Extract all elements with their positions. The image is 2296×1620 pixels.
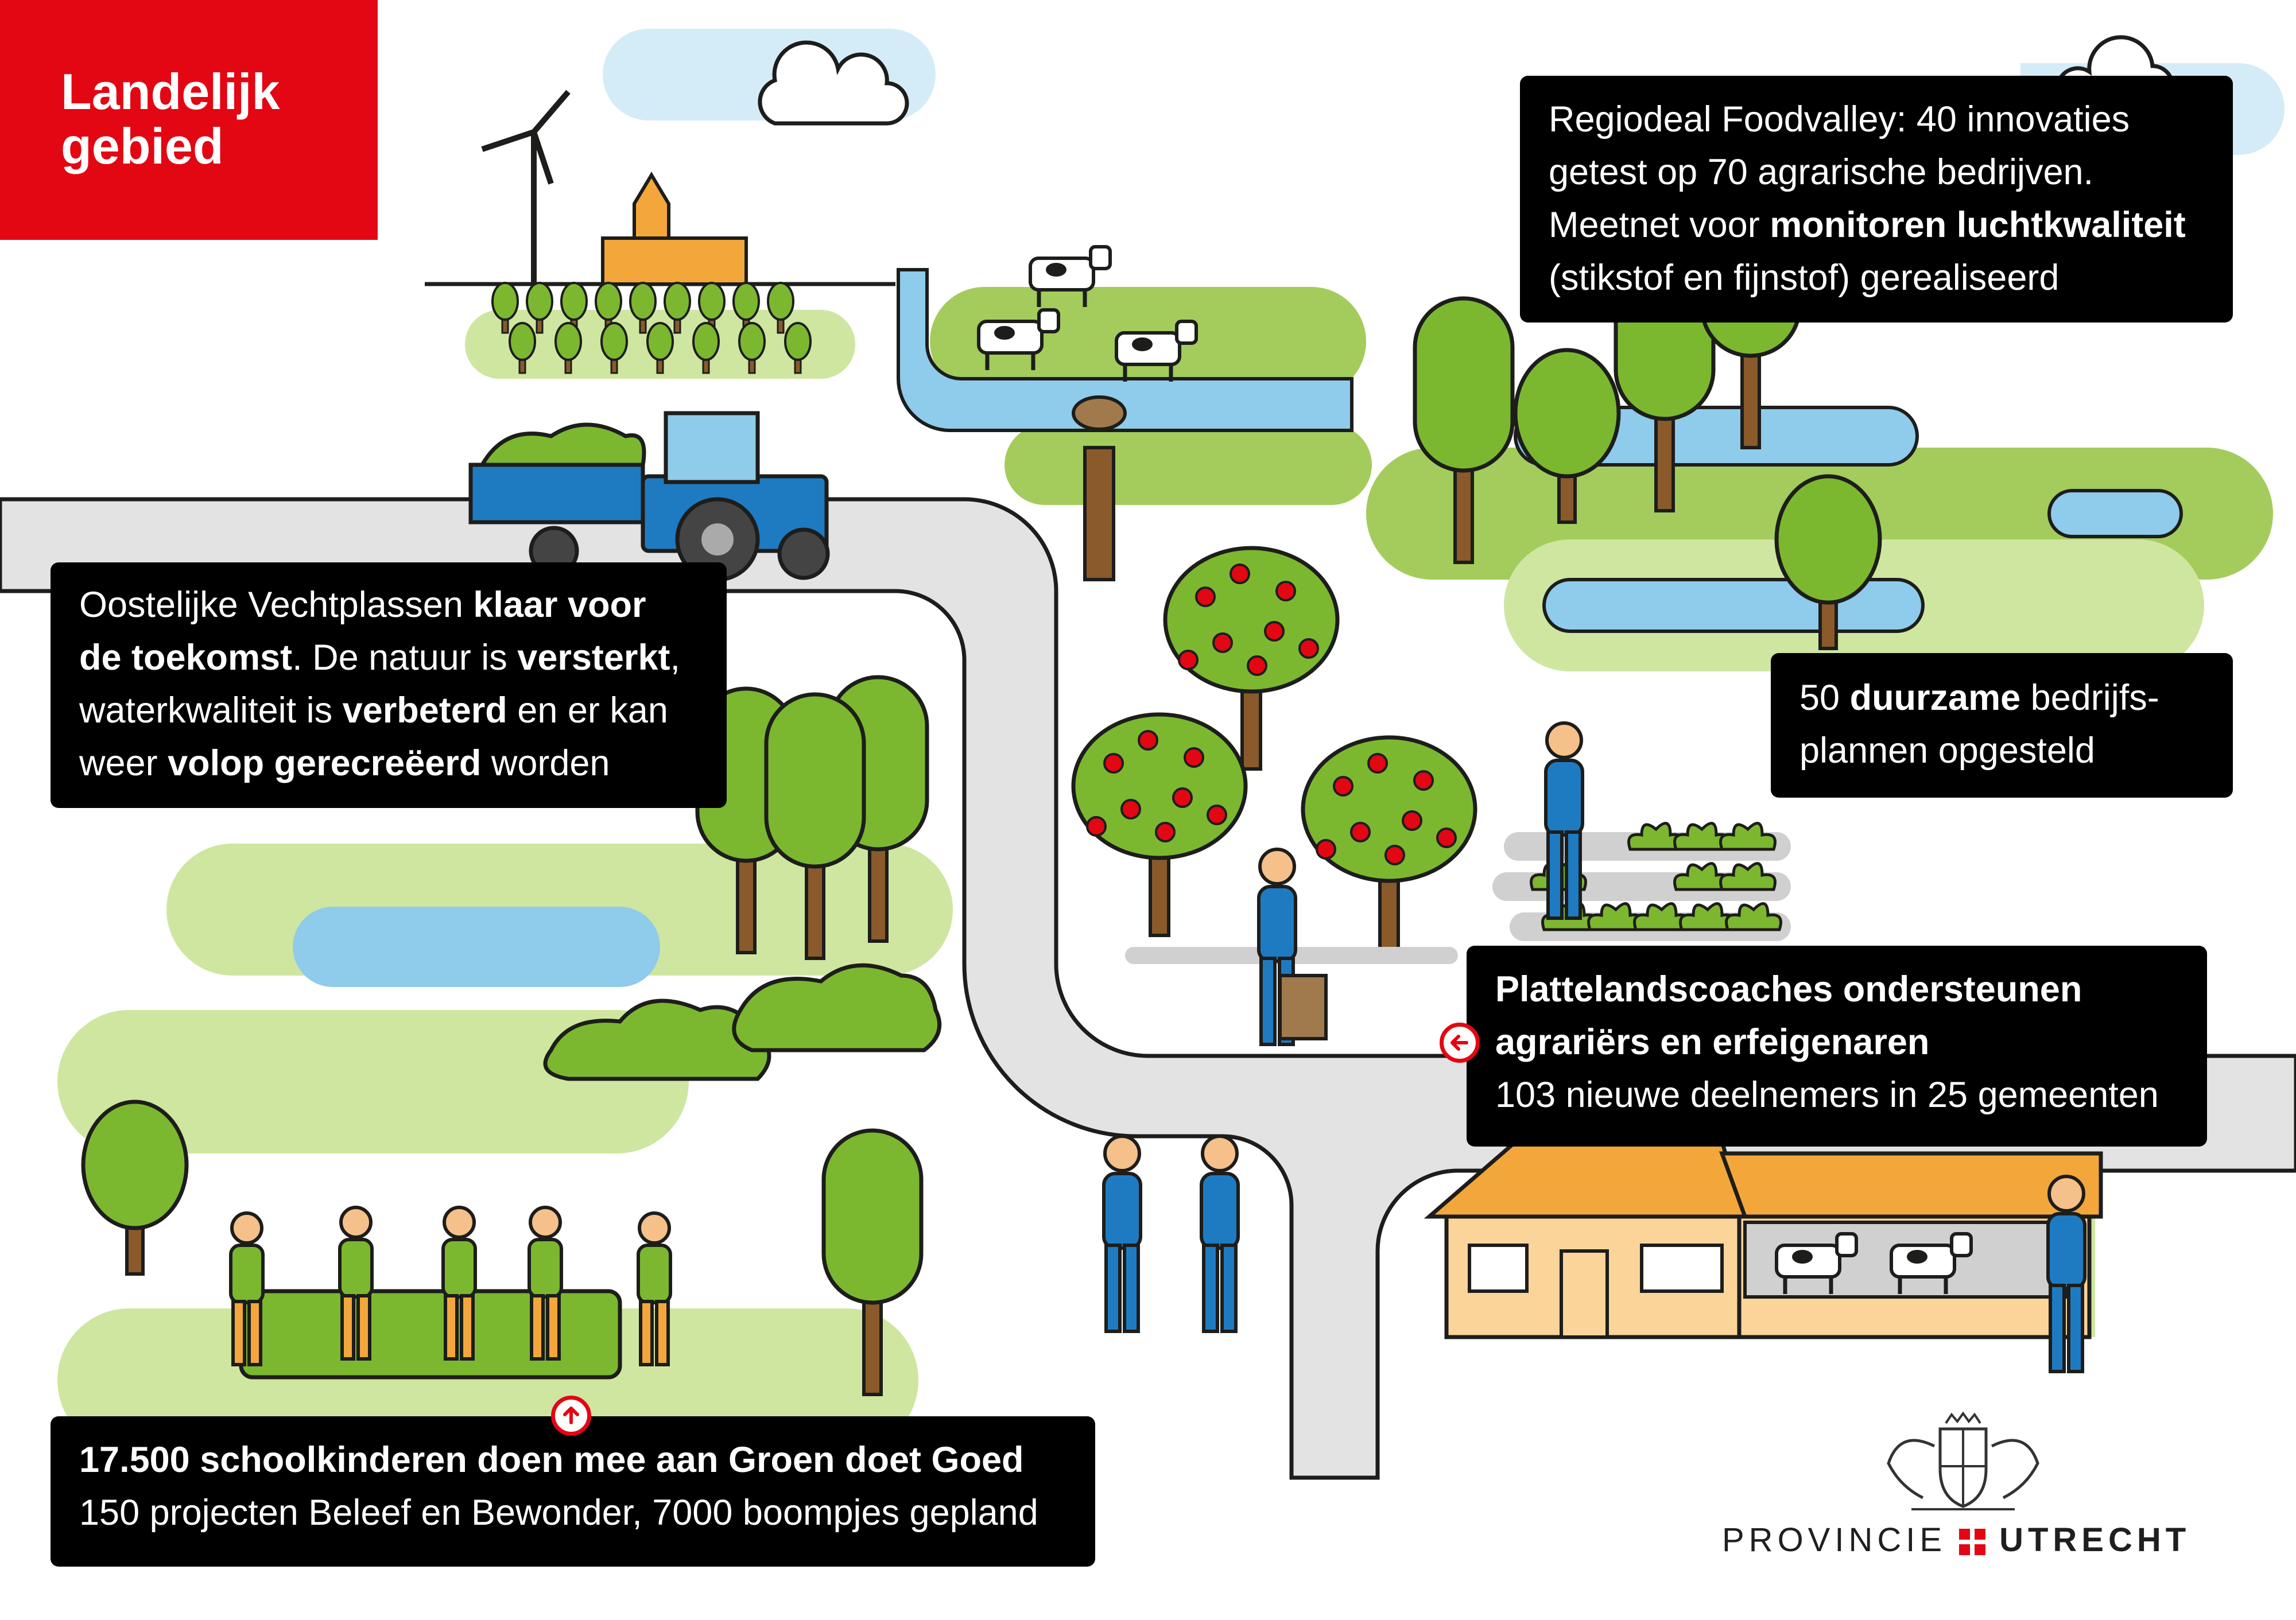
foodvalley-line-4: (stikstof en fijnstof) gerealiseerd (1549, 258, 2060, 298)
left-park (57, 677, 953, 1452)
meadow-river (897, 247, 1372, 581)
vecht-line-3: waterkwaliteit is verbeterd en er kan (79, 690, 668, 731)
coaches-line-3: 103 nieuwe deelnemers in 25 gemeenten (1495, 1075, 2159, 1115)
school-line-2: 150 projecten Beleef en Bewonder, 7000 b… (79, 1493, 1038, 1533)
foodvalley-line-1: Regiodeal Foodvalley: 40 innovaties (1549, 99, 2130, 139)
road (0, 497, 2296, 1480)
vecht-box: Oostelijke Vechtplassen klaar voor de to… (51, 562, 727, 808)
logo-text-provincie: PROVINCIE (1722, 1521, 1947, 1559)
title-line-2: gebied (61, 118, 224, 174)
logo-cross-icon (1959, 1528, 1987, 1556)
foodvalley-line-2: getest op 70 agrarische bedrijven. (1549, 152, 2094, 192)
title-banner: Landelijk gebied (0, 0, 378, 240)
duurzaam-line-2: plannen opgesteld (1799, 731, 2095, 771)
apple-orchard (1073, 548, 1791, 1044)
logo-text-utrecht: UTRECHT (1999, 1521, 2191, 1559)
coaches-line-2: agrariërs en erfeigenaren (1495, 1022, 1930, 1062)
school-line-1: 17.500 schoolkinderen doen mee aan Groen… (79, 1440, 1024, 1480)
duurzaam-box: 50 duurzame bedrijfs- plannen opgesteld (1771, 653, 2233, 798)
arrow-left-icon (1440, 1023, 1480, 1063)
title-line-1: Landelijk (61, 63, 280, 120)
province-logo: PROVINCIE UTRECHT (1722, 1521, 2204, 1561)
forest-area (1366, 184, 2273, 671)
foodvalley-line-3: Meetnet voor monitoren luchtkwaliteit (1549, 205, 2186, 245)
tractor (468, 411, 830, 582)
coat-of-arms-icon (1887, 1412, 2039, 1510)
duurzaam-line-1: 50 duurzame bedrijfs- (1799, 678, 2159, 718)
school-box: 17.500 schoolkinderen doen mee aan Groen… (51, 1416, 1095, 1567)
vecht-line-1: Oostelijke Vechtplassen klaar voor (79, 585, 646, 625)
coaches-box: Plattelandscoaches ondersteunen agrariër… (1467, 946, 2207, 1147)
coaches-line-1: Plattelandscoaches ondersteunen (1495, 969, 2082, 1009)
arrow-up-icon (551, 1396, 591, 1436)
foodvalley-box: Regiodeal Foodvalley: 40 innovaties gete… (1520, 76, 2233, 323)
coach-and-farmer (1104, 1136, 1238, 1331)
farm (1424, 1140, 2103, 1372)
vecht-line-2: de toekomst. De natuur is versterkt, (79, 638, 680, 678)
vecht-line-4: weer volop gerecreëerd worden (79, 743, 610, 783)
